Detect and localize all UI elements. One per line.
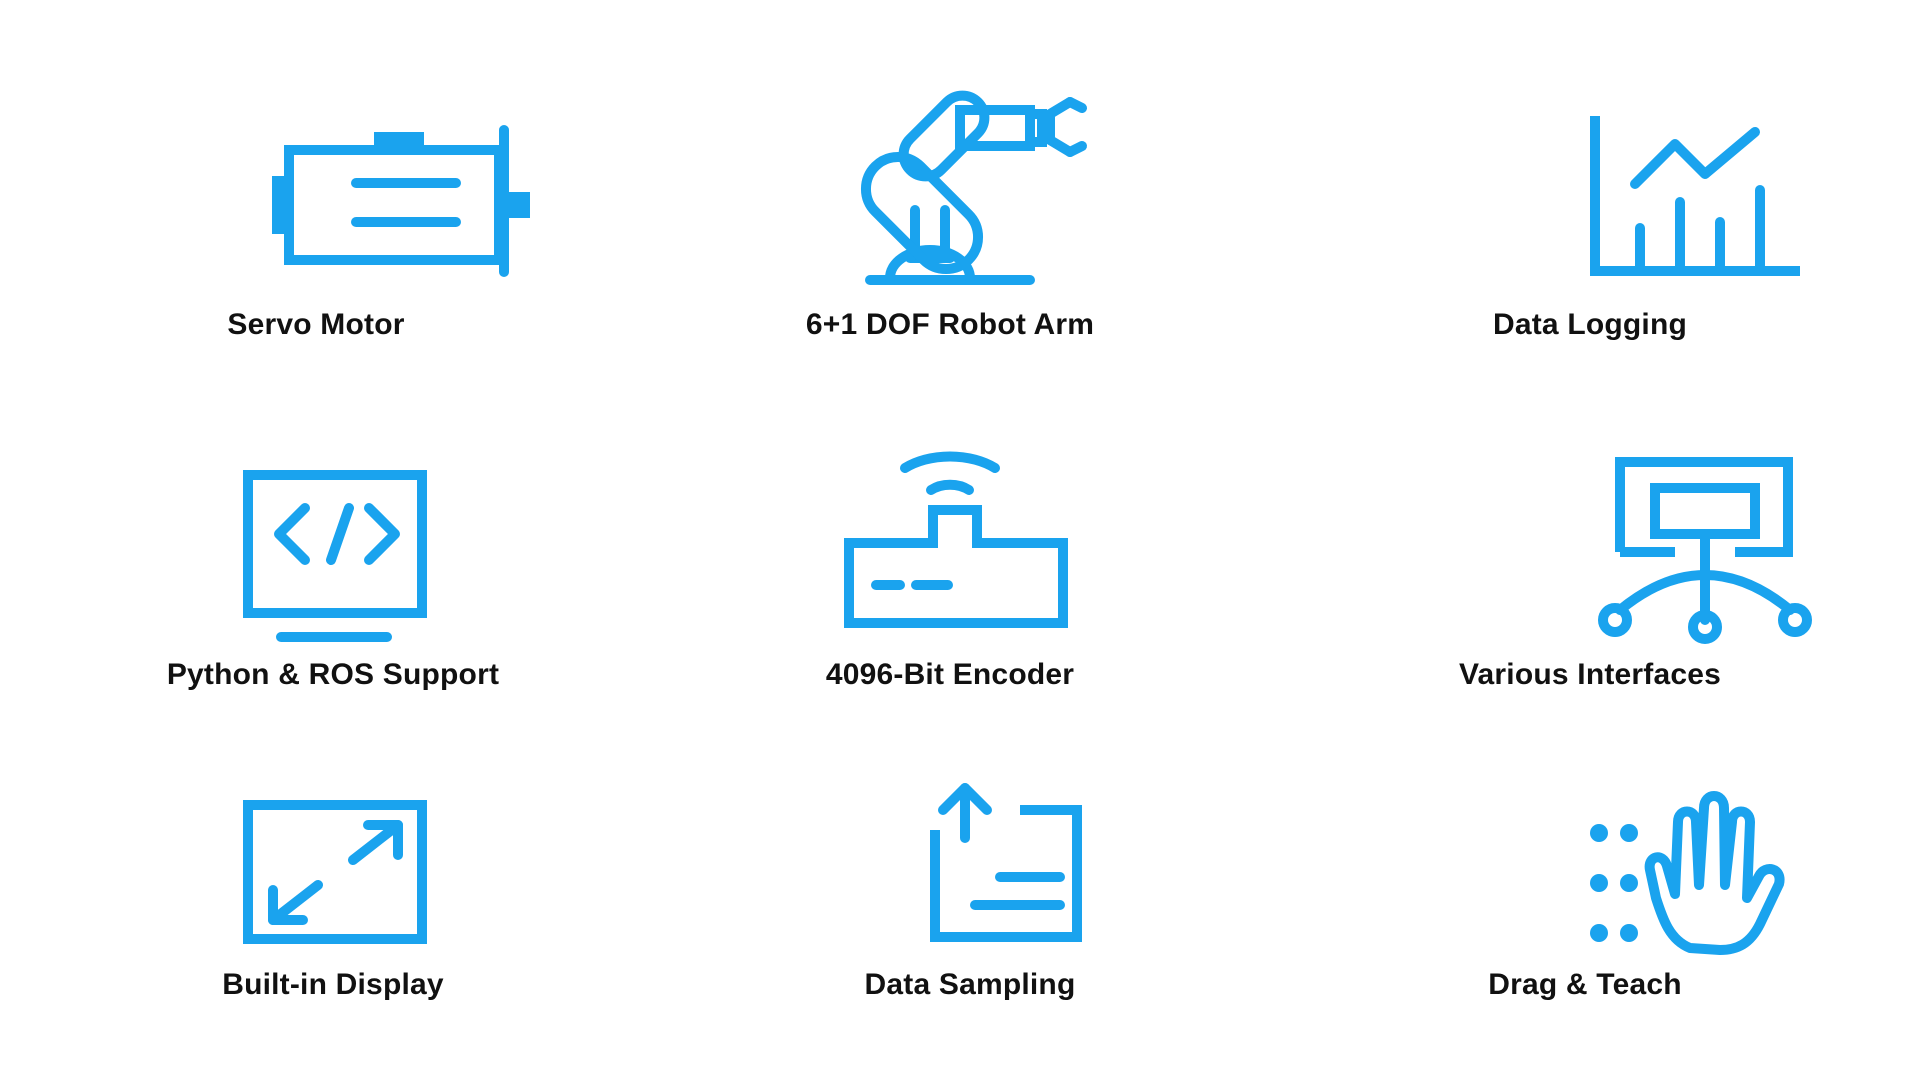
feature-label: Data Sampling [864,968,1076,1001]
feature-label: Python & ROS Support [166,658,500,691]
robot-arm-icon [860,90,1087,285]
feature-label: 6+1 DOF Robot Arm [805,308,1095,341]
feature-label: Various Interfaces [1458,658,1722,691]
feature-python-ros: Python & ROS Support [93,430,573,730]
feature-data-logging: Data Logging [1350,80,1830,380]
feature-encoder: 4096-Bit Encoder [710,430,1190,730]
data-upload-icon [930,783,1082,942]
feature-servo-motor: Servo Motor [76,80,556,380]
feature-label: 4096-Bit Encoder [825,658,1075,691]
data-logging-chart-icon [1590,116,1800,276]
servo-motor-icon [272,125,530,277]
interfaces-network-icon [1598,457,1812,644]
feature-label: Drag & Teach [1488,968,1682,1001]
feature-label: Data Logging [1492,308,1688,341]
feature-drag-teach: Drag & Teach [1345,770,1825,1070]
feature-built-in-display: Built-in Display [93,770,573,1070]
expand-display-icon [243,800,427,944]
feature-various-interfaces: Various Interfaces [1350,430,1830,730]
feature-label: Built-in Display [222,968,444,1001]
encoder-router-icon [844,451,1068,628]
feature-label: Servo Motor [227,308,405,341]
feature-data-sampling: Data Sampling [730,770,1210,1070]
code-monitor-icon [243,470,427,642]
hand-drag-icon [1590,791,1785,955]
feature-robot-arm: 6+1 DOF Robot Arm [710,80,1190,380]
